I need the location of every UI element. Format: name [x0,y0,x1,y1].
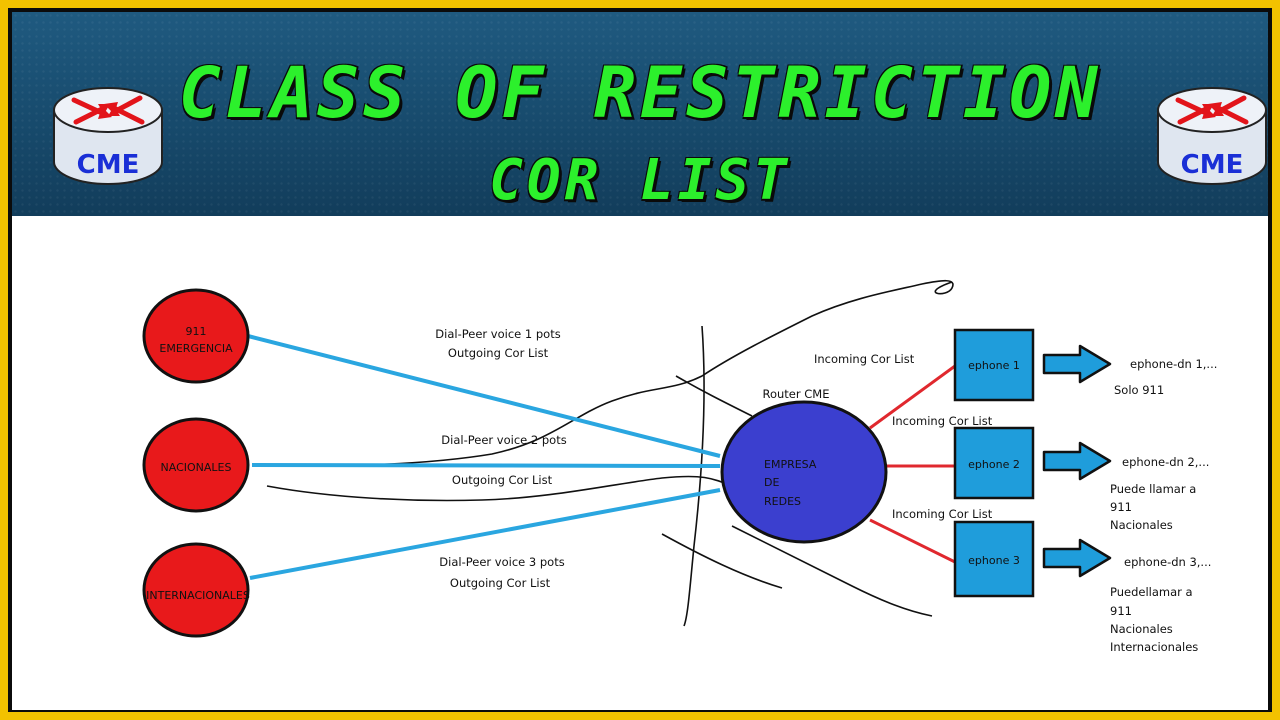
ephone-3[interactable]: ephone 3 [953,520,1035,598]
circle-label: 911 [186,325,207,338]
page-subtitle: COR LIST [489,148,791,213]
freehand-scribbles [261,279,954,627]
arrows [1042,344,1112,578]
dn3-note: Nacionales [1110,622,1173,636]
ephone-label: ephone 2 [968,458,1020,471]
ephone-2[interactable]: ephone 2 [953,426,1035,500]
router-label: Router CME [763,387,830,401]
ephone-1[interactable]: ephone 1 [953,328,1035,402]
router-text: REDES [764,495,801,508]
dn2-note: Puede llamar a [1110,482,1196,496]
dn3-note: Internacionales [1110,640,1198,654]
router-icon [53,87,163,185]
router-node[interactable]: EMPRESA DE REDES [720,400,888,544]
dial-peer-labels: Dial-Peer voice 1 pots Outgoing Cor List… [435,327,566,590]
results: ephone-dn 1,... Solo 911 ephone-dn 2,...… [1110,357,1217,654]
circle-nacionales[interactable]: NACIONALES [142,417,250,513]
link-dp3 [249,488,721,580]
incoming-label: Incoming Cor List [892,507,993,521]
circle-label: NACIONALES [161,461,232,474]
dn2-note: 911 [1110,500,1132,514]
ephone-label: ephone 1 [968,359,1020,372]
router-text: EMPRESA [764,458,817,471]
header-banner: CLASS OF RESTRICTION COR LIST CME [12,12,1268,216]
badge-label: CME [1180,150,1244,180]
dn2-label: ephone-dn 2,... [1122,455,1209,469]
network-diagram: 911 EMERGENCIA NACIONALES INTERNACIONALE… [142,279,1217,654]
arrow-right-icon [1042,441,1112,481]
dn1-label: ephone-dn 1,... [1130,357,1217,371]
link-dp1 [247,334,721,458]
dp3-label: Dial-Peer voice 3 pots [439,555,564,569]
dn3-note: 911 [1110,604,1132,618]
ephone-label: ephone 3 [968,554,1020,567]
page-title: CLASS OF RESTRICTION [178,52,1102,134]
arrow-right-icon [1042,538,1112,578]
circle-internacionales[interactable]: INTERNACIONALES [142,542,250,638]
incoming-labels: Incoming Cor List Incoming Cor List Inco… [814,352,993,521]
dp2-label: Outgoing Cor List [452,473,553,487]
outgoing-links [247,334,721,580]
dp3-label: Outgoing Cor List [450,576,551,590]
router-icon [1157,87,1267,185]
dp1-label: Dial-Peer voice 1 pots [435,327,560,341]
dn2-note: Nacionales [1110,518,1173,532]
link-ephone3 [869,518,956,564]
cme-router-badge-right: CME [1156,80,1268,198]
cme-router-badge-left: CME [52,80,164,198]
incoming-label: Incoming Cor List [814,352,915,366]
incoming-links [869,364,956,564]
dn3-label: ephone-dn 3,... [1124,555,1211,569]
circle-label: EMERGENCIA [159,342,233,355]
badge-label: CME [76,150,140,180]
dp1-label: Outgoing Cor List [448,346,549,360]
dn3-note: Puedellamar a [1110,585,1193,599]
dp2-label: Dial-Peer voice 2 pots [441,433,566,447]
dn1-note: Solo 911 [1114,383,1164,397]
circle-label: INTERNACIONALES [146,589,250,602]
incoming-label: Incoming Cor List [892,414,993,428]
circle-emergencia[interactable]: 911 EMERGENCIA [142,288,250,384]
link-dp2 [251,463,721,468]
link-ephone1 [869,364,956,430]
router-text: DE [764,476,779,489]
arrow-right-icon [1042,344,1112,384]
diagram-canvas: 911 EMERGENCIA NACIONALES INTERNACIONALE… [12,216,1268,710]
